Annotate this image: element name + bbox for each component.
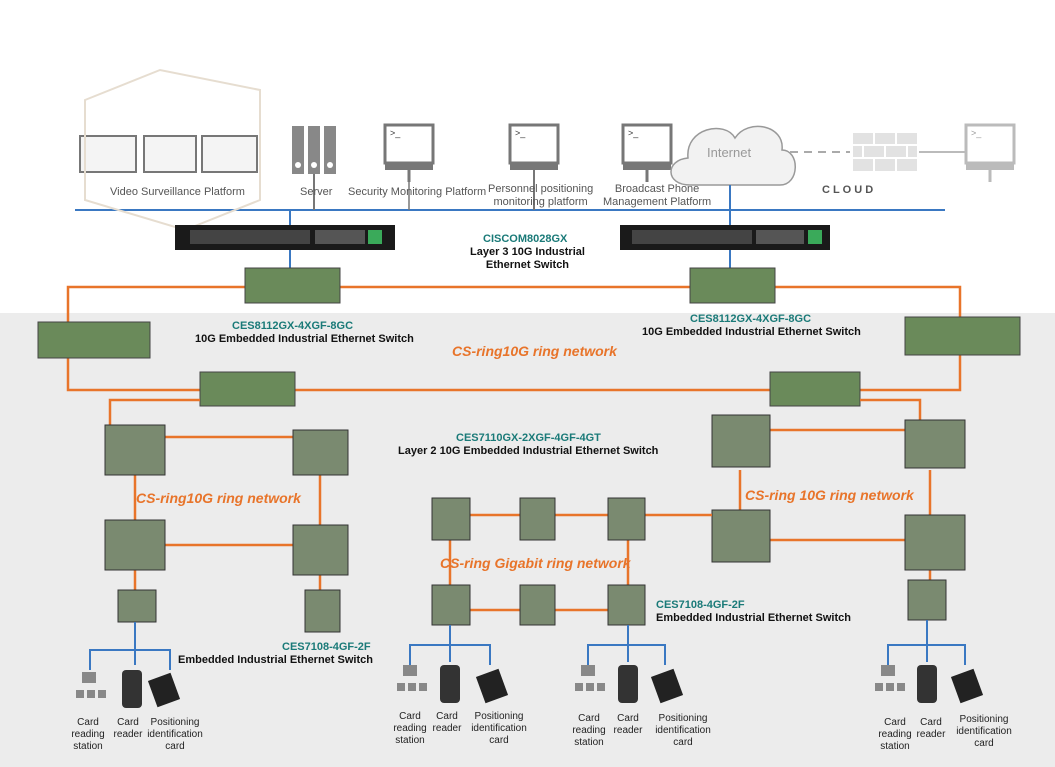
ring-label-middle: CS-ring Gigabit ring network bbox=[440, 555, 631, 571]
core-switch-model: CISCOM8028GX bbox=[483, 233, 568, 245]
ring-board-top-left bbox=[244, 267, 341, 304]
station-icon bbox=[397, 665, 427, 691]
internet-label: Internet bbox=[707, 145, 752, 160]
broadcast-platform-label: Broadcast Phone Management Platform bbox=[603, 183, 712, 208]
embedded-10g-model-left: CES8112GX-4XGF-8GC bbox=[232, 320, 354, 332]
card-reading-station-label: Card reading station bbox=[878, 717, 912, 752]
personnel-terminal-icon bbox=[508, 123, 560, 210]
station-icon bbox=[875, 665, 905, 691]
station-icon bbox=[76, 672, 106, 698]
internet-cloud-icon bbox=[670, 125, 796, 186]
positioning-card-label: Positioning identification card bbox=[655, 713, 711, 748]
small-switch-desc-right: Embedded Industrial Ethernet Switch bbox=[656, 612, 851, 624]
embedded-10g-model-right: CES8112GX-4XGF-8GC bbox=[690, 313, 812, 325]
terminal-prompt: >_ bbox=[515, 128, 526, 138]
small-switch-desc-left: Embedded Industrial Ethernet Switch bbox=[178, 654, 373, 666]
small-switch-model-left: CES7108-4GF-2F bbox=[282, 641, 371, 653]
ring-board-top-right bbox=[689, 267, 776, 304]
endpoint-links bbox=[89, 620, 966, 670]
layer2-switch-desc: Layer 2 10G Embedded Industrial Ethernet… bbox=[398, 445, 659, 457]
card-reader-label: Card reader bbox=[613, 713, 643, 736]
cloud-label: C L O U D bbox=[822, 184, 874, 196]
card-reading-station-label: Card reading station bbox=[71, 717, 105, 752]
card-reading-station-label: Card reading station bbox=[572, 713, 606, 748]
terminal-prompt: >_ bbox=[628, 128, 639, 138]
layer2-switch-model: CES7110GX-2XGF-4GF-4GT bbox=[456, 432, 601, 444]
embedded-10g-desc-right: 10G Embedded Industrial Ethernet Switch bbox=[642, 326, 861, 338]
reader-icon bbox=[917, 665, 937, 703]
card-reader-label: Card reader bbox=[113, 717, 143, 740]
middle-ring bbox=[448, 513, 712, 612]
reader-icon bbox=[618, 665, 638, 703]
card-reader-label: Card reader bbox=[432, 711, 462, 734]
server-label: Server bbox=[300, 186, 333, 198]
ring-label-left: CS-ring10G ring network bbox=[136, 490, 301, 506]
personnel-platform-label: Personnel positioning monitoring platfor… bbox=[488, 183, 594, 208]
embedded-10g-desc-left: 10G Embedded Industrial Ethernet Switch bbox=[195, 333, 414, 345]
positioning-card-label: Positioning identification card bbox=[147, 717, 203, 752]
building-illustration bbox=[84, 68, 261, 232]
ring-board-left bbox=[37, 321, 151, 359]
positioning-card-label: Positioning identification card bbox=[471, 711, 527, 746]
security-terminal-icon bbox=[383, 123, 435, 210]
card-icon bbox=[475, 668, 509, 704]
card-reader-label: Card reader bbox=[916, 717, 946, 740]
right-ring bbox=[738, 398, 932, 580]
reader-icon bbox=[122, 670, 142, 708]
video-platform-label: Video Surveillance Platform bbox=[110, 186, 245, 198]
ring-label-right: CS-ring 10G ring network bbox=[745, 487, 914, 503]
station-icon bbox=[575, 665, 605, 691]
card-icon bbox=[650, 668, 684, 704]
right-ring-switches bbox=[711, 414, 966, 621]
ring-board-bottom-right bbox=[769, 371, 861, 407]
card-reading-station-label: Card reading station bbox=[393, 711, 427, 746]
endpoint-devices bbox=[76, 665, 984, 708]
positioning-card-label: Positioning identification card bbox=[956, 714, 1012, 749]
left-ring-switches bbox=[104, 424, 349, 633]
ring-label-top: CS-ring10G ring network bbox=[452, 343, 617, 359]
cloud-terminal-icon bbox=[964, 123, 1016, 182]
card-icon bbox=[950, 668, 984, 704]
reader-icon bbox=[440, 665, 460, 703]
middle-ring-switches bbox=[431, 497, 646, 626]
core-switch-right bbox=[620, 225, 830, 250]
core-switch-desc: Layer 3 10G Industrial Ethernet Switch bbox=[470, 246, 585, 271]
left-ring bbox=[108, 398, 322, 590]
terminal-prompt: >_ bbox=[971, 128, 982, 138]
core-switch-left bbox=[175, 225, 395, 250]
small-switch-model-right: CES7108-4GF-2F bbox=[656, 599, 745, 611]
terminal-prompt: >_ bbox=[390, 128, 401, 138]
ring-board-right bbox=[904, 316, 1021, 356]
server-icon bbox=[292, 126, 336, 210]
security-platform-label: Security Monitoring Platform bbox=[348, 186, 487, 198]
video-monitors bbox=[79, 135, 258, 173]
broadcast-terminal-icon bbox=[621, 123, 673, 182]
ring-board-bottom-left bbox=[199, 371, 296, 407]
card-icon bbox=[147, 672, 181, 708]
firewall-icon bbox=[851, 131, 919, 173]
